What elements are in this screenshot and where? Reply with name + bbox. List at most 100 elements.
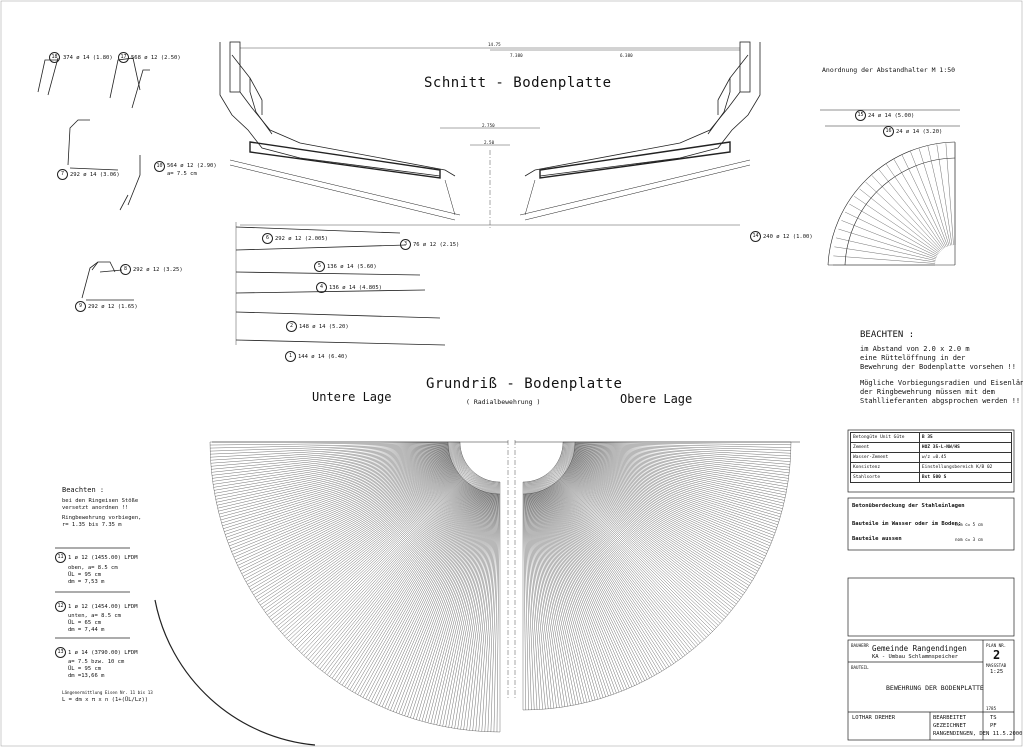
spacer-ray <box>871 175 942 251</box>
radial-bar <box>542 490 625 691</box>
radial-bar <box>523 481 529 710</box>
radial-bar <box>370 477 483 702</box>
radial-bar <box>212 446 461 479</box>
plan-title: Grundriß - Bodenplatte <box>426 376 623 392</box>
bar-shapes-middle <box>235 222 446 346</box>
gezeichnet: PF <box>990 723 997 729</box>
radial-bar <box>550 470 711 634</box>
bar-number: 2 <box>286 321 297 332</box>
radial-bar <box>542 476 658 675</box>
radial-bar <box>478 493 497 732</box>
ring-head: 1 ø 14 (3790.00) LFDM <box>68 650 138 656</box>
cell: Zement <box>850 442 920 453</box>
radial-bar <box>245 461 466 582</box>
radial-bar <box>296 470 473 650</box>
bar-number: 14 <box>750 231 761 242</box>
cell: Bst 500 S <box>918 472 1013 483</box>
radial-bar <box>538 478 628 690</box>
spacer-rays <box>833 143 956 266</box>
radial-bar <box>210 443 449 452</box>
radial-bar <box>336 484 471 682</box>
beachten-line: Bewehrung der Bodenplatte vorsehen !! <box>860 363 1016 371</box>
dim-r5: 2.50 <box>484 140 495 145</box>
cell: Stahlsorte <box>850 472 920 483</box>
radial-bar <box>341 485 472 686</box>
spacer-ray <box>841 220 937 258</box>
plan-nr-label: PLAN NR. <box>986 643 1007 648</box>
radial-bar <box>379 489 479 706</box>
radial-bar <box>540 477 643 683</box>
bauteil-label: BAUTEIL <box>851 665 869 670</box>
radial-bar <box>571 459 776 533</box>
formula-eq: L = dm x π x n (1+(ÜL/Lz)) <box>62 697 149 703</box>
spacer-ray <box>893 159 946 248</box>
radial-bar <box>354 476 481 694</box>
radial-bar <box>210 445 449 464</box>
radial-bar <box>410 479 488 718</box>
radial-bar <box>562 475 728 616</box>
beachten-left-line: versetzt anordnen !! <box>62 505 129 511</box>
radial-bar <box>224 454 463 532</box>
radial-bar <box>233 462 453 558</box>
bar-label: 24 ø 14 (5.00) <box>868 113 915 119</box>
radial-bar <box>549 471 703 642</box>
radial-bar <box>466 493 495 731</box>
bar-number: 8 <box>120 264 131 275</box>
radial-bar <box>537 479 622 692</box>
lower-layer-title: Untere Lage <box>312 390 392 404</box>
radial-bar <box>212 448 449 482</box>
radial-bar <box>541 490 620 693</box>
bar-label: 136 ø 14 (5.60) <box>327 264 377 270</box>
radial-bar <box>487 481 499 732</box>
radial-bar <box>416 480 489 720</box>
radial-bar <box>219 455 450 518</box>
radial-bar <box>559 458 766 557</box>
engineer: LOTHAR DREHER <box>852 715 896 721</box>
radial-bar <box>436 492 489 726</box>
radial-bar <box>574 443 791 451</box>
radial-bar <box>552 484 679 661</box>
radial-bar <box>232 457 464 555</box>
radial-bar <box>546 488 645 681</box>
radial-bar <box>559 478 713 632</box>
ring-line: ÜL = 95 cm <box>68 666 102 672</box>
radial-bar <box>404 479 488 716</box>
spacer-ray <box>859 188 940 253</box>
bar-number: 5 <box>314 261 325 272</box>
ring-line: dm =13,66 m <box>68 673 105 679</box>
radial-bar <box>563 474 732 611</box>
radial-bar <box>574 451 787 490</box>
radial-bar <box>496 493 500 732</box>
radial-bar <box>555 465 740 600</box>
dim-r3: 6.380 <box>620 53 633 58</box>
radial-bar <box>563 473 735 607</box>
radial-bar <box>562 444 791 460</box>
radial-bar <box>574 448 789 479</box>
radial-bar <box>573 452 786 496</box>
ring-line: a= 7.5 bzw. 10 cm <box>68 659 125 665</box>
radial-bar <box>569 465 762 564</box>
radial-bar <box>344 475 479 687</box>
bar-label: 292 ø 12 (3.25) <box>133 267 183 273</box>
spacer-ray <box>833 255 936 264</box>
radial-bar <box>552 468 723 622</box>
beachten-line: Stahllieferanten abgsprochen werden !! <box>860 397 1021 405</box>
radial-bar <box>469 481 496 731</box>
radial-bar <box>570 463 767 554</box>
radial-bar <box>549 472 699 645</box>
radial-bar <box>562 443 791 454</box>
radial-bar <box>240 459 465 572</box>
radial-bar <box>421 480 490 722</box>
radial-bar <box>541 477 648 680</box>
spacer-ray <box>918 148 950 246</box>
radial-bar <box>556 481 697 647</box>
radial-bar <box>546 474 681 659</box>
radial-bar <box>561 476 725 620</box>
radial-bar <box>557 461 758 572</box>
beachten-line: Mögliche Vorbiegungsradien und Eisenläng… <box>860 379 1023 387</box>
plan-upper-layer <box>522 441 792 711</box>
